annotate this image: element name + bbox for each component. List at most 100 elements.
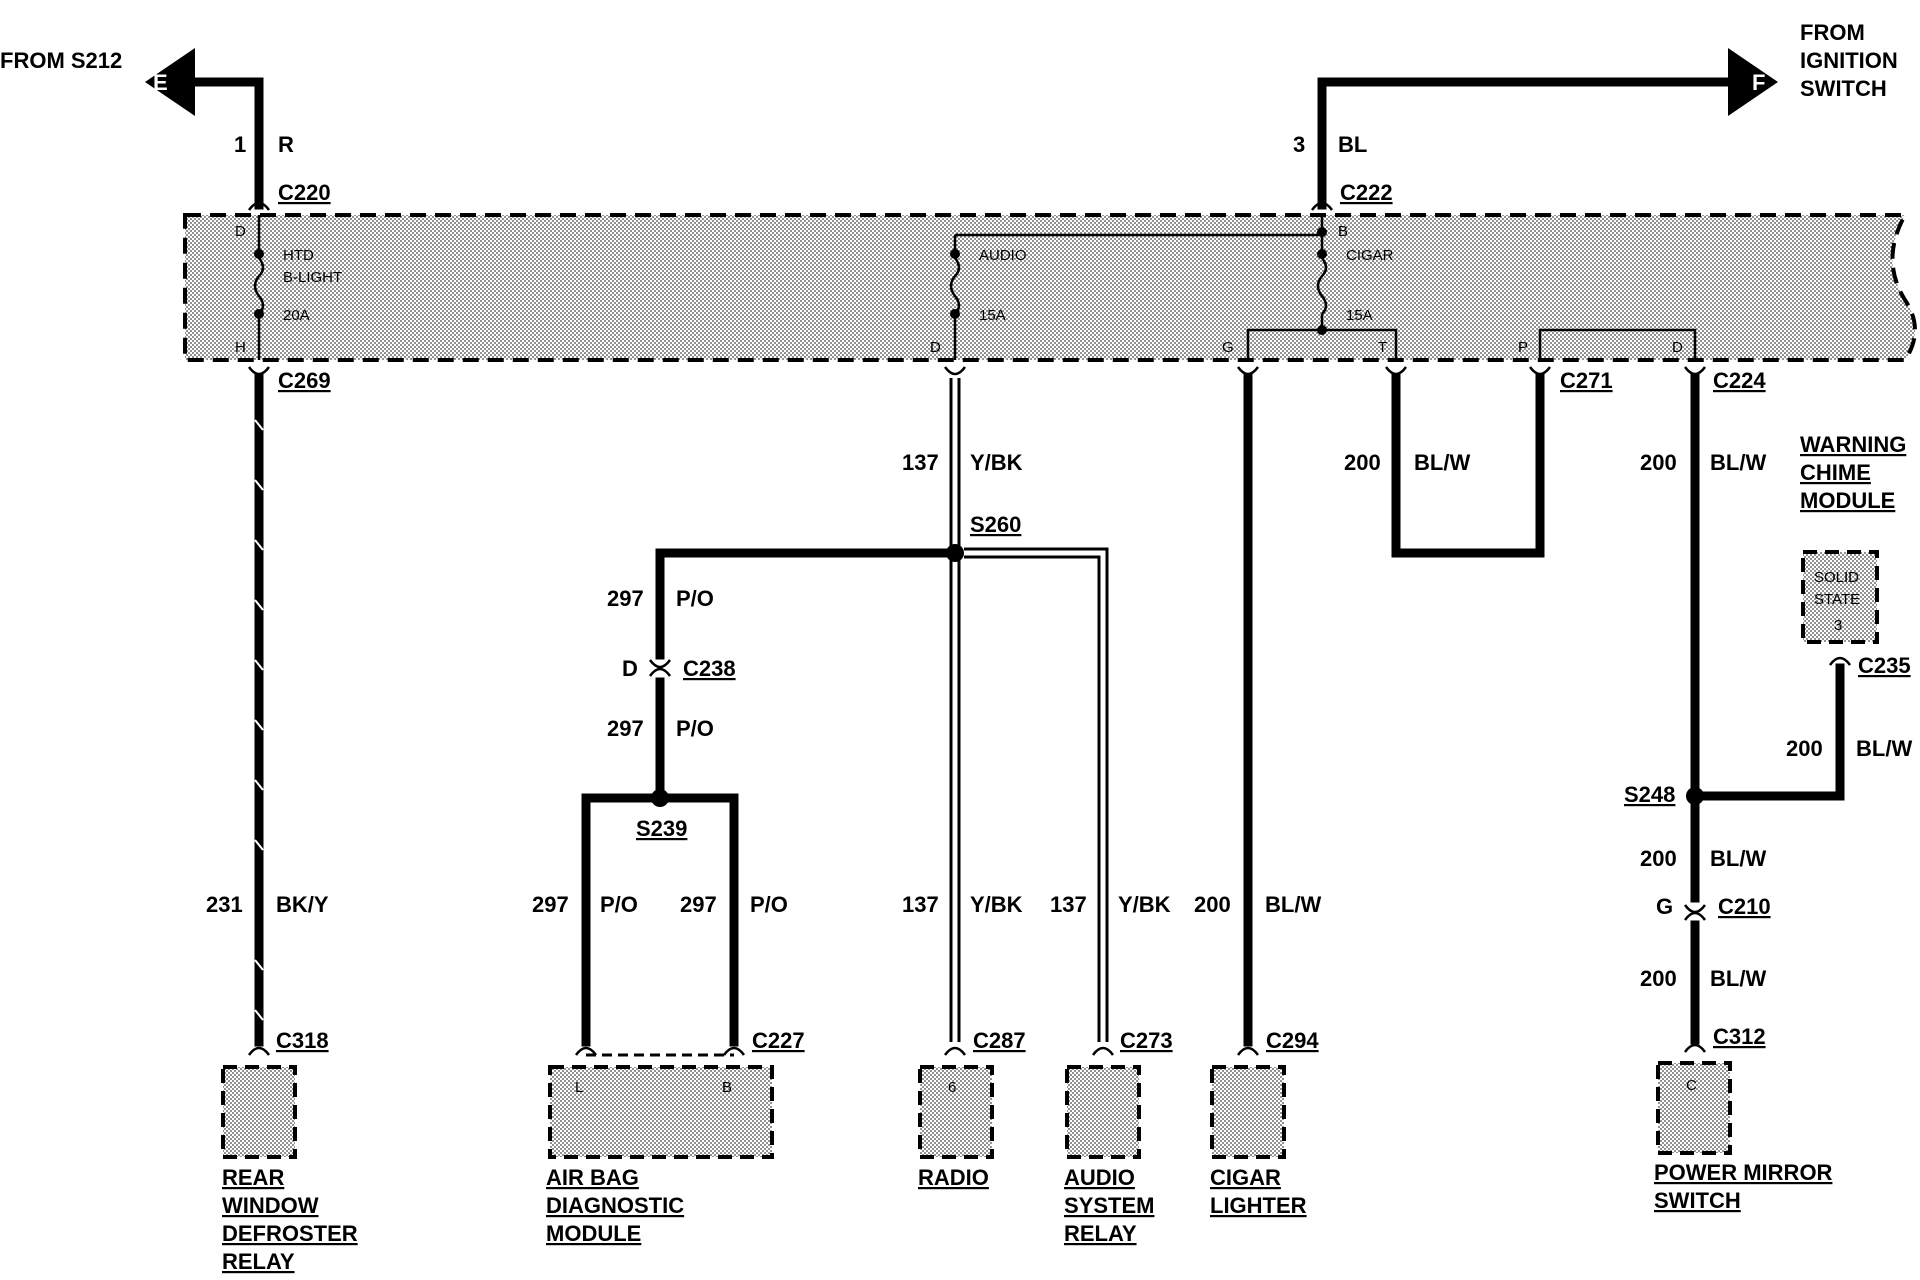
pin-p: P [1518,339,1528,356]
connector-c269: C269 [278,368,331,393]
wire-200-color-chime: BL/W [1856,736,1912,761]
connector-c238-pin: D [622,656,638,681]
connector-c220: C220 [278,180,331,205]
wire-200-num-loop: 200 [1344,450,1381,475]
connector-c235: C235 [1858,653,1911,678]
rear-defroster-label2: WINDOW [222,1193,319,1218]
connector-c227: C227 [752,1028,805,1053]
fuse-mid-pin-bottom: D [930,339,941,356]
airbag-module-box [548,1065,774,1159]
connector-c222: C222 [1340,180,1393,205]
wire-297-num-c: 297 [532,892,569,917]
wire-1-num: 1 [234,132,246,157]
wire-200-num-chime: 200 [1786,736,1823,761]
wire-3-num: 3 [1293,132,1305,157]
chime-inner1: SOLID [1814,569,1859,586]
connector-c210: C210 [1718,894,1771,919]
power-mirror-label2: SWITCH [1654,1188,1741,1213]
source-right-line3: SWITCH [1800,76,1887,101]
fuse-left-pin-top: D [235,223,246,240]
wire-231-num: 231 [206,892,243,917]
wire-231-color: BK/Y [276,892,329,917]
connector-c318: C318 [276,1028,329,1053]
fuse-left-pin-bottom: H [235,339,246,356]
source-left-label: FROM S212 [0,48,122,73]
splice-s248-dot [1686,787,1704,805]
fuse-left-rating: 20A [283,307,310,324]
pin-g: G [1222,339,1234,356]
fuse-left-name2: B-LIGHT [283,269,342,286]
fuse-audio: AUDIO 15A D [930,233,1322,360]
audio-system-relay-box [1065,1065,1141,1159]
wire-297-color-d: P/O [750,892,788,917]
wire-200-color-mirror-mid: BL/W [1710,846,1766,871]
wire-297-color-a: P/O [676,586,714,611]
wire-200-num-mirror-bot: 200 [1640,966,1677,991]
connector-c287: C287 [973,1028,1026,1053]
wire-297-num-b: 297 [607,716,644,741]
fuse-htd-b-light: D H HTD B-LIGHT 20A [235,215,342,360]
wire-137-num-relay: 137 [1050,892,1087,917]
source-right-line2: IGNITION [1800,48,1898,73]
chime-inner2: STATE [1814,591,1860,608]
cigar-lighter-box [1210,1065,1286,1159]
warning-chime-label2: CHIME [1800,460,1871,485]
cigar-lighter-label1: CIGAR [1210,1165,1281,1190]
warning-chime-module-box [1801,550,1879,644]
wire-137-num-radio: 137 [902,892,939,917]
airbag-pin-b: B [722,1079,732,1096]
wire-137-color-relay: Y/BK [1118,892,1171,917]
wire-137-num-top: 137 [902,450,939,475]
airbag-label3: MODULE [546,1221,641,1246]
audio-relay-label3: RELAY [1064,1221,1137,1246]
airbag-label2: DIAGNOSTIC [546,1193,684,1218]
flag-f-icon [1728,48,1778,116]
rear-defroster-label4: RELAY [222,1249,295,1274]
splice-s260: S260 [970,512,1021,537]
wire-297-num-d: 297 [680,892,717,917]
connector-c312: C312 [1713,1024,1766,1049]
pin-t: T [1378,339,1387,356]
flag-e-icon [145,48,195,116]
fuse-right-pin-top: B [1338,223,1348,240]
power-mirror-switch-box [1656,1061,1732,1155]
audio-relay-label2: SYSTEM [1064,1193,1154,1218]
airbag-pin-l: L [575,1079,583,1096]
pin-d: D [1672,339,1683,356]
wire-297-num-a: 297 [607,586,644,611]
fuse-cigar: B CIGAR 15A G T P D [1222,215,1697,360]
radio-box [918,1065,994,1159]
radio-pin: 6 [948,1079,956,1096]
connector-c224: C224 [1713,368,1766,393]
wire-1-color: R [278,132,294,157]
airbag-label1: AIR BAG [546,1165,639,1190]
chime-inner3: 3 [1834,617,1842,634]
radio-label: RADIO [918,1165,989,1190]
flag-e-letter: E [153,70,168,95]
cigar-lighter-label2: LIGHTER [1210,1193,1307,1218]
wire-297-color-b: P/O [676,716,714,741]
flag-f-letter: F [1752,70,1765,95]
splice-s239: S239 [636,816,687,841]
audio-relay-label1: AUDIO [1064,1165,1135,1190]
rear-defroster-label1: REAR [222,1165,284,1190]
fuse-mid-rating: 15A [979,307,1006,324]
wire-200-color-loop: BL/W [1414,450,1470,475]
connector-c294: C294 [1266,1028,1319,1053]
source-right-line1: FROM [1800,20,1865,45]
connector-c273: C273 [1120,1028,1173,1053]
wire-200-color-cigar: BL/W [1265,892,1321,917]
power-mirror-label1: POWER MIRROR [1654,1160,1833,1185]
rear-defroster-relay-box [221,1065,297,1159]
wire-200-num-cigar: 200 [1194,892,1231,917]
warning-chime-label1: WARNING [1800,432,1906,457]
wire-200-color-mirror-bot: BL/W [1710,966,1766,991]
splice-s248: S248 [1624,782,1675,807]
mirror-pin: C [1686,1077,1697,1094]
wire-297-color-c: P/O [600,892,638,917]
fuse-right-name: CIGAR [1346,247,1394,264]
connector-c271: C271 [1560,368,1613,393]
warning-chime-label3: MODULE [1800,488,1895,513]
connector-c238: C238 [683,656,736,681]
